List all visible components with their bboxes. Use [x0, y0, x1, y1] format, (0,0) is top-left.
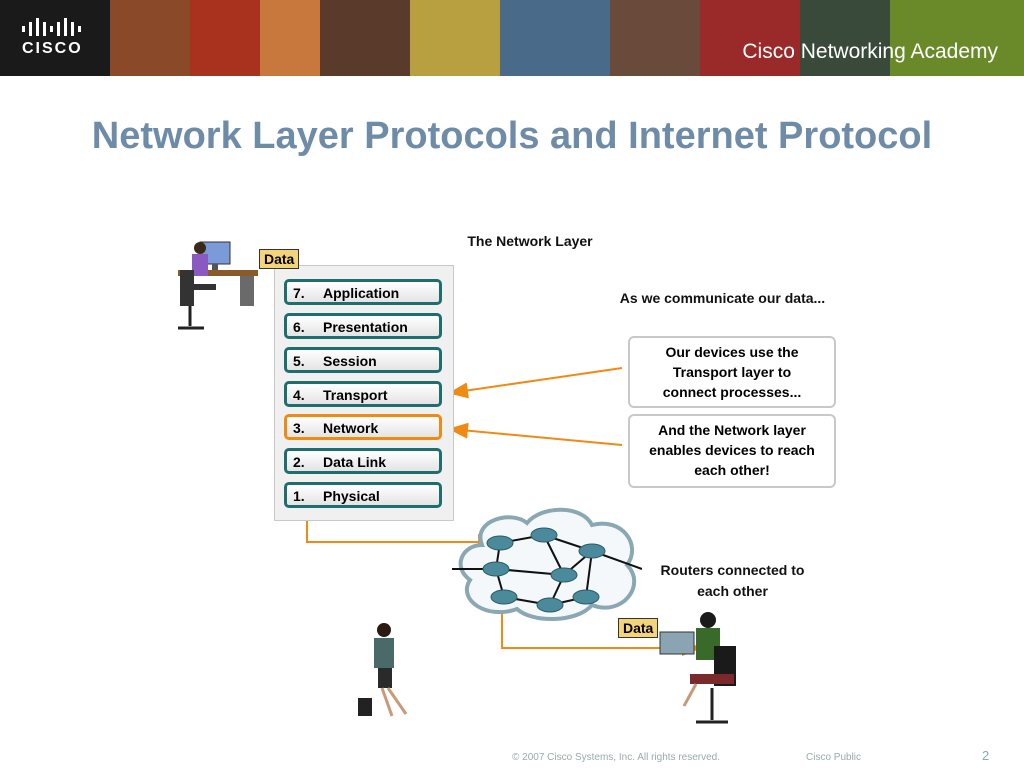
- layer-number: 3.: [293, 420, 305, 436]
- callout-transport: Our devices use the Transport layer to c…: [628, 336, 836, 408]
- page-number: 2: [982, 748, 990, 763]
- layer-number: 4.: [293, 387, 305, 403]
- layer-name: Session: [323, 353, 377, 369]
- layer-session: 5. Session: [284, 347, 442, 373]
- banner-photo: [610, 0, 700, 76]
- page-title: Network Layer Protocols and Internet Pro…: [91, 115, 933, 157]
- header-banner: CISCO Cisco Networking Academy: [0, 0, 1024, 76]
- banner-photo: [700, 0, 800, 76]
- layer-name: Network: [323, 420, 379, 436]
- banner-photo: [800, 0, 890, 76]
- banner-photo: [110, 0, 190, 76]
- footer-copyright: © 2007 Cisco Systems, Inc. All rights re…: [512, 752, 721, 763]
- communicate-text: As we communicate our data...: [619, 290, 826, 306]
- footer-classification: Cisco Public: [806, 752, 862, 763]
- layer-name: Data Link: [323, 454, 387, 470]
- academy-title: Cisco Networking Academy: [742, 40, 998, 63]
- sender-workstation-icon: [178, 241, 258, 330]
- layer-data-link: 2. Data Link: [284, 448, 442, 474]
- layer-name: Physical: [323, 488, 380, 504]
- callout-line: Our devices use the: [665, 344, 799, 360]
- data-tag-sender: Data: [259, 249, 300, 269]
- callout-line: connect processes...: [662, 384, 802, 400]
- banner-photo: [890, 0, 1024, 76]
- layer-number: 7.: [293, 285, 305, 301]
- banner-photo: [190, 0, 260, 76]
- callout-line: And the Network layer: [658, 422, 806, 438]
- osi-layer-stack: 7. Application 6. Presentation 5. Sessio…: [274, 265, 454, 521]
- cisco-logo-text: CISCO: [22, 40, 83, 57]
- banner-photo: [500, 0, 610, 76]
- layer-number: 6.: [293, 319, 305, 335]
- callout-line: enables devices to reach: [649, 442, 815, 458]
- diagram-heading: The Network Layer: [467, 233, 593, 249]
- layer-number: 2.: [293, 454, 305, 470]
- cisco-logo: CISCO: [0, 0, 110, 76]
- receiver-workstation-icon: [659, 612, 736, 724]
- layer-transport: 4. Transport: [284, 381, 442, 407]
- router-cloud-icon: [452, 507, 642, 621]
- cisco-bars-icon: [22, 18, 81, 36]
- layer-network: 3. Network: [284, 414, 442, 440]
- layer-physical: 1. Physical: [284, 482, 442, 508]
- layer-name: Presentation: [323, 319, 408, 335]
- layer-name: Transport: [323, 387, 388, 403]
- data-tag-receiver: Data: [618, 618, 659, 638]
- routers-label-line: each other: [697, 583, 768, 599]
- layer-name: Application: [323, 285, 400, 301]
- layer-number: 1.: [293, 488, 305, 504]
- banner-photo: [410, 0, 500, 76]
- layer-presentation: 6. Presentation: [284, 313, 442, 339]
- person-seated-icon: [358, 623, 408, 717]
- routers-label-line: Routers connected to: [660, 562, 805, 578]
- layer-application: 7. Application: [284, 279, 442, 305]
- banner-photo: [320, 0, 410, 76]
- callout-line: Transport layer to: [672, 364, 792, 380]
- layer-number: 5.: [293, 353, 305, 369]
- routers-label: Routers connected to each other: [645, 560, 820, 602]
- callout-network: And the Network layer enables devices to…: [628, 414, 836, 488]
- banner-photo: [260, 0, 320, 76]
- callout-line: each other!: [694, 462, 770, 478]
